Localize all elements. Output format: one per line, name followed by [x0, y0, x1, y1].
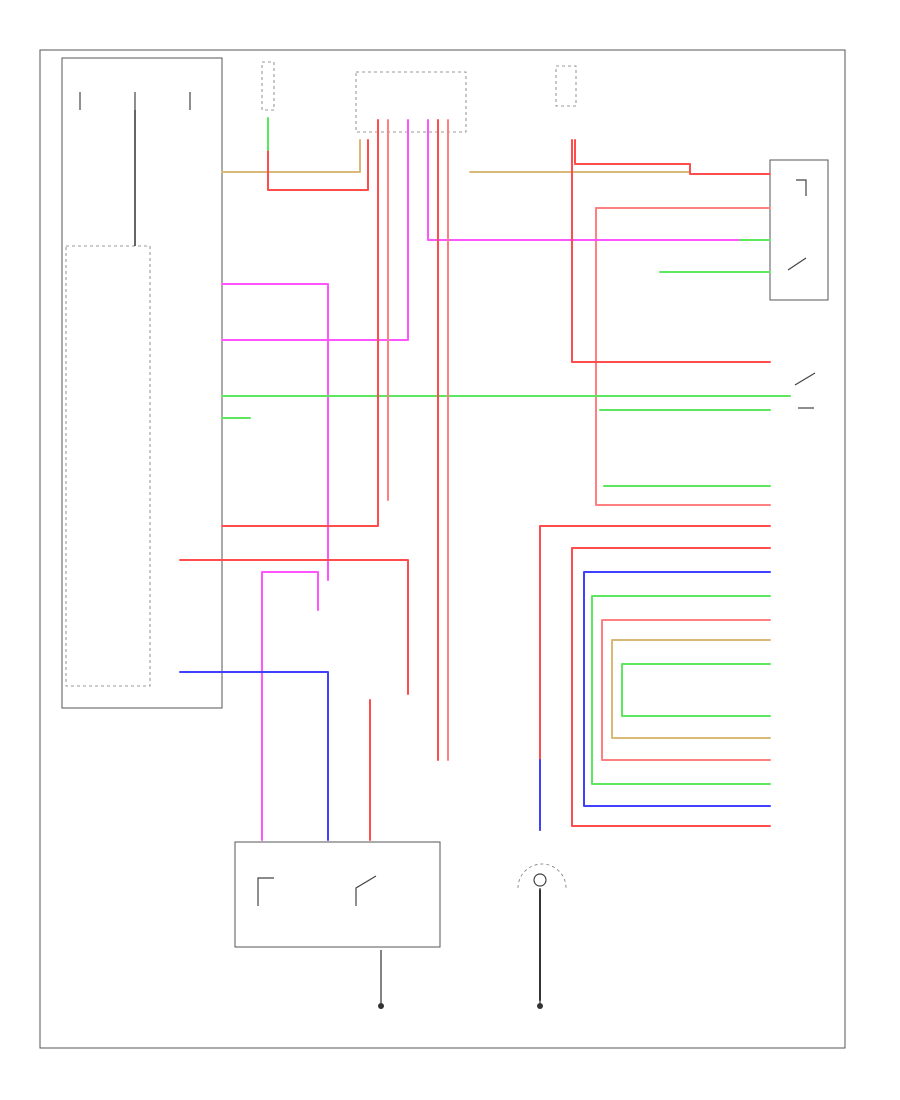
wire-pink-sensor-loop	[601, 619, 771, 761]
switch-right-mid	[794, 372, 816, 386]
wire-magenta-upper	[427, 119, 771, 241]
wire-blue-ecm	[179, 671, 329, 841]
connector-frame-1	[261, 61, 275, 111]
wire-magenta-vertical	[221, 283, 329, 581]
rear-sensor-component	[769, 159, 829, 301]
wire-tan-top-left	[221, 139, 361, 173]
connector-frame-3	[555, 65, 577, 107]
wire-green-sensor-loop	[591, 595, 771, 785]
wire-red-ecm	[179, 559, 409, 695]
wire-red-vertical-1	[221, 119, 379, 527]
wire-magenta-lower	[261, 571, 319, 841]
connector-frame-2	[355, 71, 467, 133]
ground-symbol-left	[378, 950, 384, 1009]
neutral-switch-component	[517, 863, 567, 889]
wire-tan-sensor-loop	[611, 639, 771, 739]
wire-red-sensor-loop	[571, 547, 771, 827]
wire-red-right-vertical	[571, 139, 771, 363]
wire-blue-right	[583, 571, 771, 807]
diagram-border	[39, 49, 846, 1049]
wire-red-top-right	[574, 139, 771, 175]
wire-pink-loop	[595, 207, 771, 506]
wire-magenta-mid	[221, 119, 409, 341]
wire-green-sensor-loop2	[621, 663, 771, 717]
combination-switch-component	[234, 841, 441, 948]
wire-red-top	[267, 139, 369, 191]
fuse-box-left	[61, 57, 223, 709]
wire-red-neutral	[539, 525, 771, 831]
